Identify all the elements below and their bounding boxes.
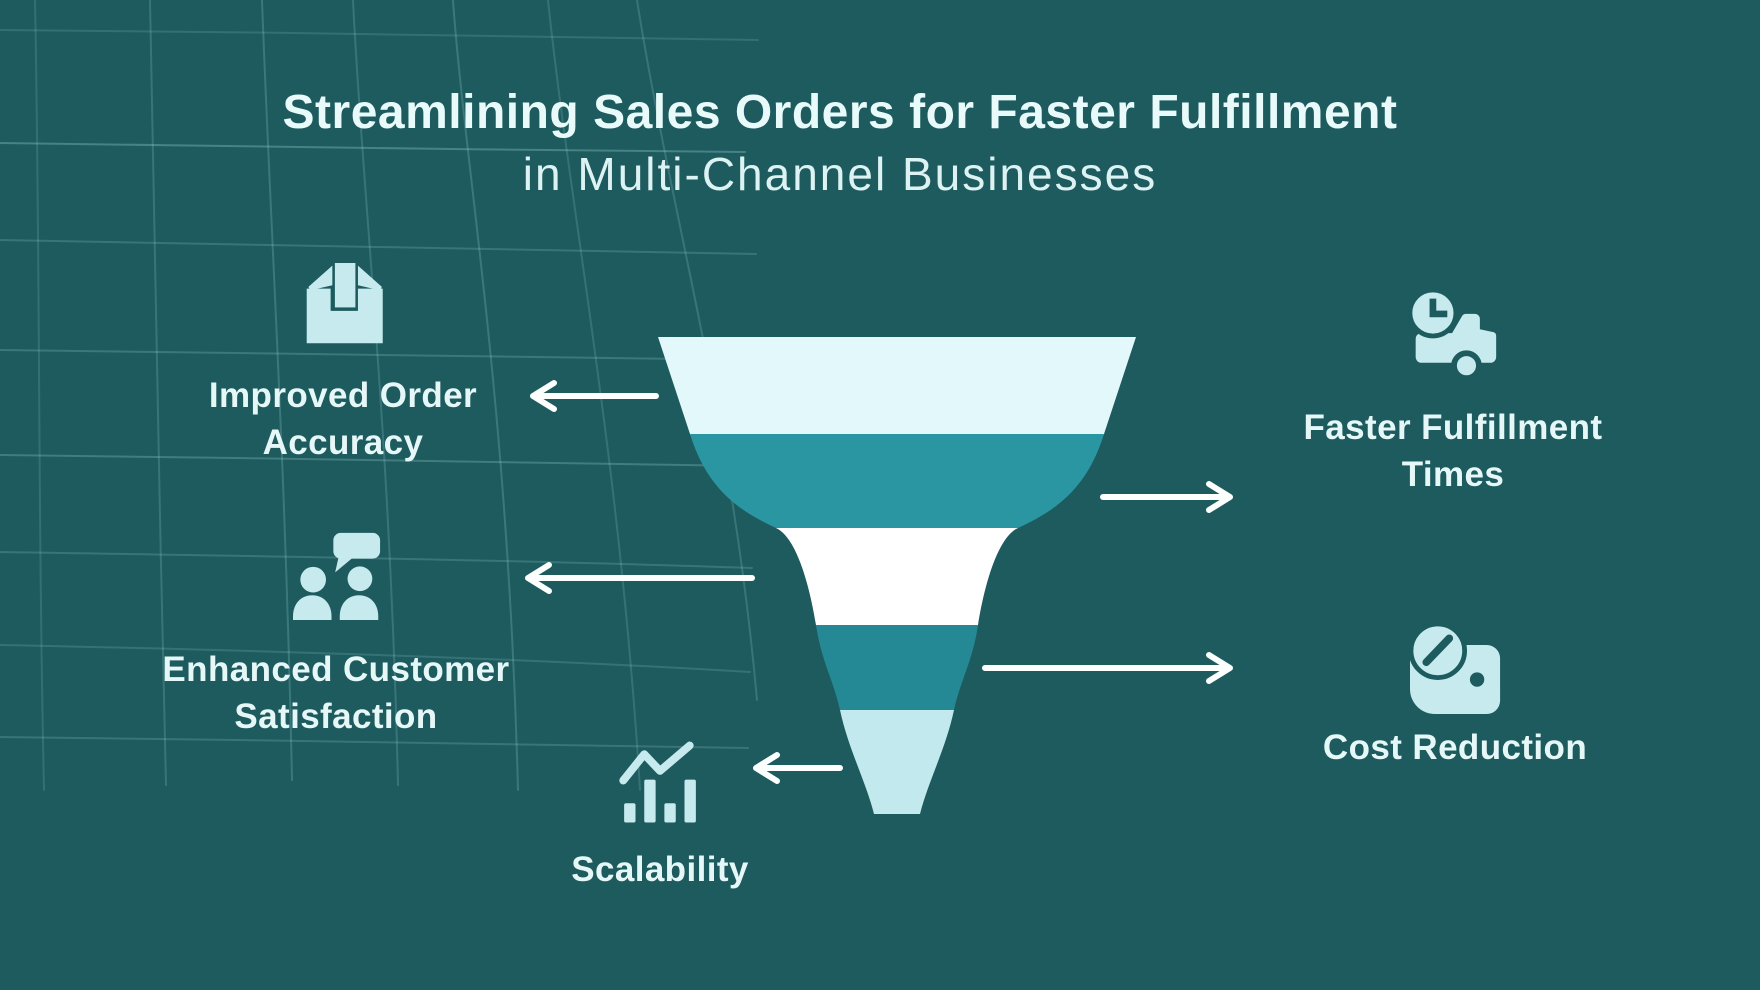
benefit-label-faster-fulfillment-times: Faster Fulfillment Times [1303, 408, 1603, 494]
wallet-discount-icon [1410, 622, 1501, 714]
speech-bubble [333, 532, 381, 559]
discount-slash [1422, 634, 1454, 667]
truck-body [1415, 313, 1497, 363]
grid-vertical-lines [34, 0, 758, 791]
clock-hands [1429, 298, 1448, 318]
wallet-dot [1469, 672, 1485, 687]
growth-line [619, 741, 694, 785]
box-flap-right [357, 265, 382, 291]
box-flap-left [308, 265, 333, 291]
funnel-stage-5 [658, 710, 1136, 814]
funnel-stage-1 [658, 337, 1136, 435]
funnel-stage-4 [658, 625, 1136, 711]
customer-chat-icon [293, 532, 381, 620]
benefit-label-improved-order-accuracy: Improved Order Accuracy [208, 376, 478, 462]
benefit-label-scalability: Scalability [571, 850, 749, 889]
benefit-label-cost-reduction: Cost Reduction [1322, 728, 1588, 767]
person-head-right [347, 566, 373, 592]
box-body [306, 288, 383, 344]
funnel-stage-2 [658, 434, 1136, 529]
open-box-icon [306, 263, 383, 344]
funnel-stage-3 [658, 528, 1136, 626]
title-line-1: Streamlining Sales Orders for Faster Ful… [282, 86, 1398, 139]
benefit-label-enhanced-customer-satisfaction: Enhanced Customer Satisfaction [162, 650, 510, 736]
sales-funnel [658, 337, 1136, 814]
speech-bubble-tail [335, 555, 352, 573]
grid-horizontal-lines [0, 29, 759, 749]
box-tab [334, 263, 356, 308]
person-body-left [293, 595, 332, 620]
growth-bars [624, 779, 696, 823]
person-head-left [300, 566, 326, 593]
infographic-title: Streamlining Sales Orders for Faster Ful… [0, 82, 1680, 204]
title-line-2: in Multi-Channel Businesses [522, 148, 1158, 200]
delivery-truck-clock-icon [1408, 289, 1497, 381]
growth-chart-icon [619, 741, 696, 823]
truck-wheel [1451, 350, 1482, 381]
person-body-right [339, 595, 379, 620]
